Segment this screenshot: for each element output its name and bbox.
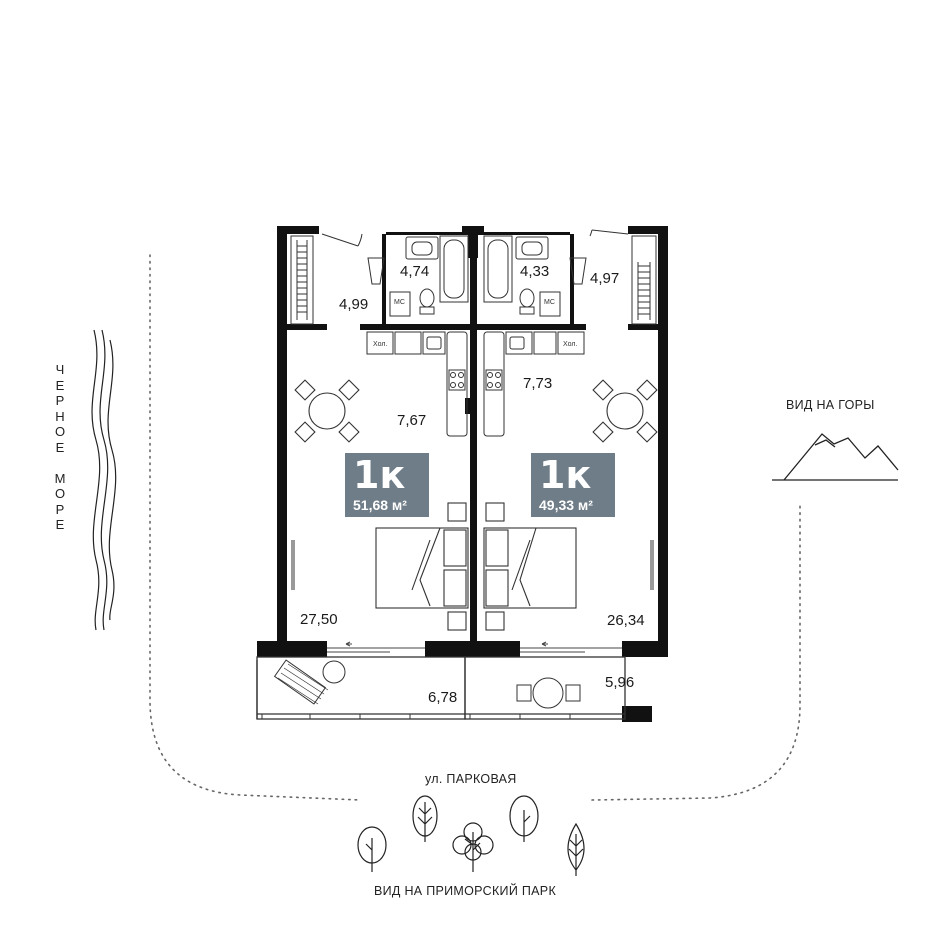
hall-area-label: 4,99 [339, 296, 369, 313]
bed [375, 502, 577, 631]
kitchen-area-label: 7,67 [397, 412, 427, 429]
park-view-caption: ВИД НА ПРИМОРСКИЙ ПАРК [374, 884, 557, 898]
sliding-door [327, 641, 622, 653]
mountain-icon [772, 433, 899, 481]
site-boundary [149, 254, 801, 801]
fridge-label: Хол. [373, 341, 388, 348]
room-count: 1к [539, 453, 592, 497]
bathroom-fixtures [367, 235, 587, 317]
sea-caption: Ч Е Р Н О Е М О Р Е [54, 362, 66, 532]
room-count: 1к [353, 453, 406, 497]
balcony-area-label: 5,96 [605, 674, 635, 691]
balcony-outline [256, 656, 626, 720]
washer-label: МС [544, 299, 555, 306]
lounger [273, 659, 581, 709]
apartment-badge: 1к 49,33 м² [531, 453, 615, 517]
walls [257, 226, 668, 722]
entrance-door [321, 229, 629, 247]
kitchen-fixtures [366, 331, 585, 437]
total-area: 49,33 м² [539, 497, 593, 513]
tree-icon [357, 795, 585, 876]
window [291, 540, 654, 590]
total-area: 51,68 м² [353, 497, 407, 513]
street-caption: ул. ПАРКОВАЯ [425, 772, 517, 786]
bathroom-area-label: 4,33 [520, 263, 550, 280]
bathroom-area-label: 4,74 [400, 263, 430, 280]
balcony-area-label: 6,78 [428, 689, 458, 706]
balcony-railing [261, 714, 571, 719]
kitchen-area-label: 7,73 [523, 375, 553, 392]
apartment-badge: 1к 51,68 м² [345, 453, 429, 517]
hall-area-label: 4,97 [590, 270, 620, 287]
mountain-view-caption: ВИД НА ГОРЫ [786, 398, 875, 412]
washer-label: МС [394, 299, 405, 306]
dining-table [294, 379, 658, 443]
wardrobe [290, 235, 657, 325]
living-area-label: 27,50 [300, 611, 338, 628]
fridge-label: Хол. [563, 341, 578, 348]
living-area-label: 26,34 [607, 612, 645, 629]
wave-icon [91, 329, 117, 631]
